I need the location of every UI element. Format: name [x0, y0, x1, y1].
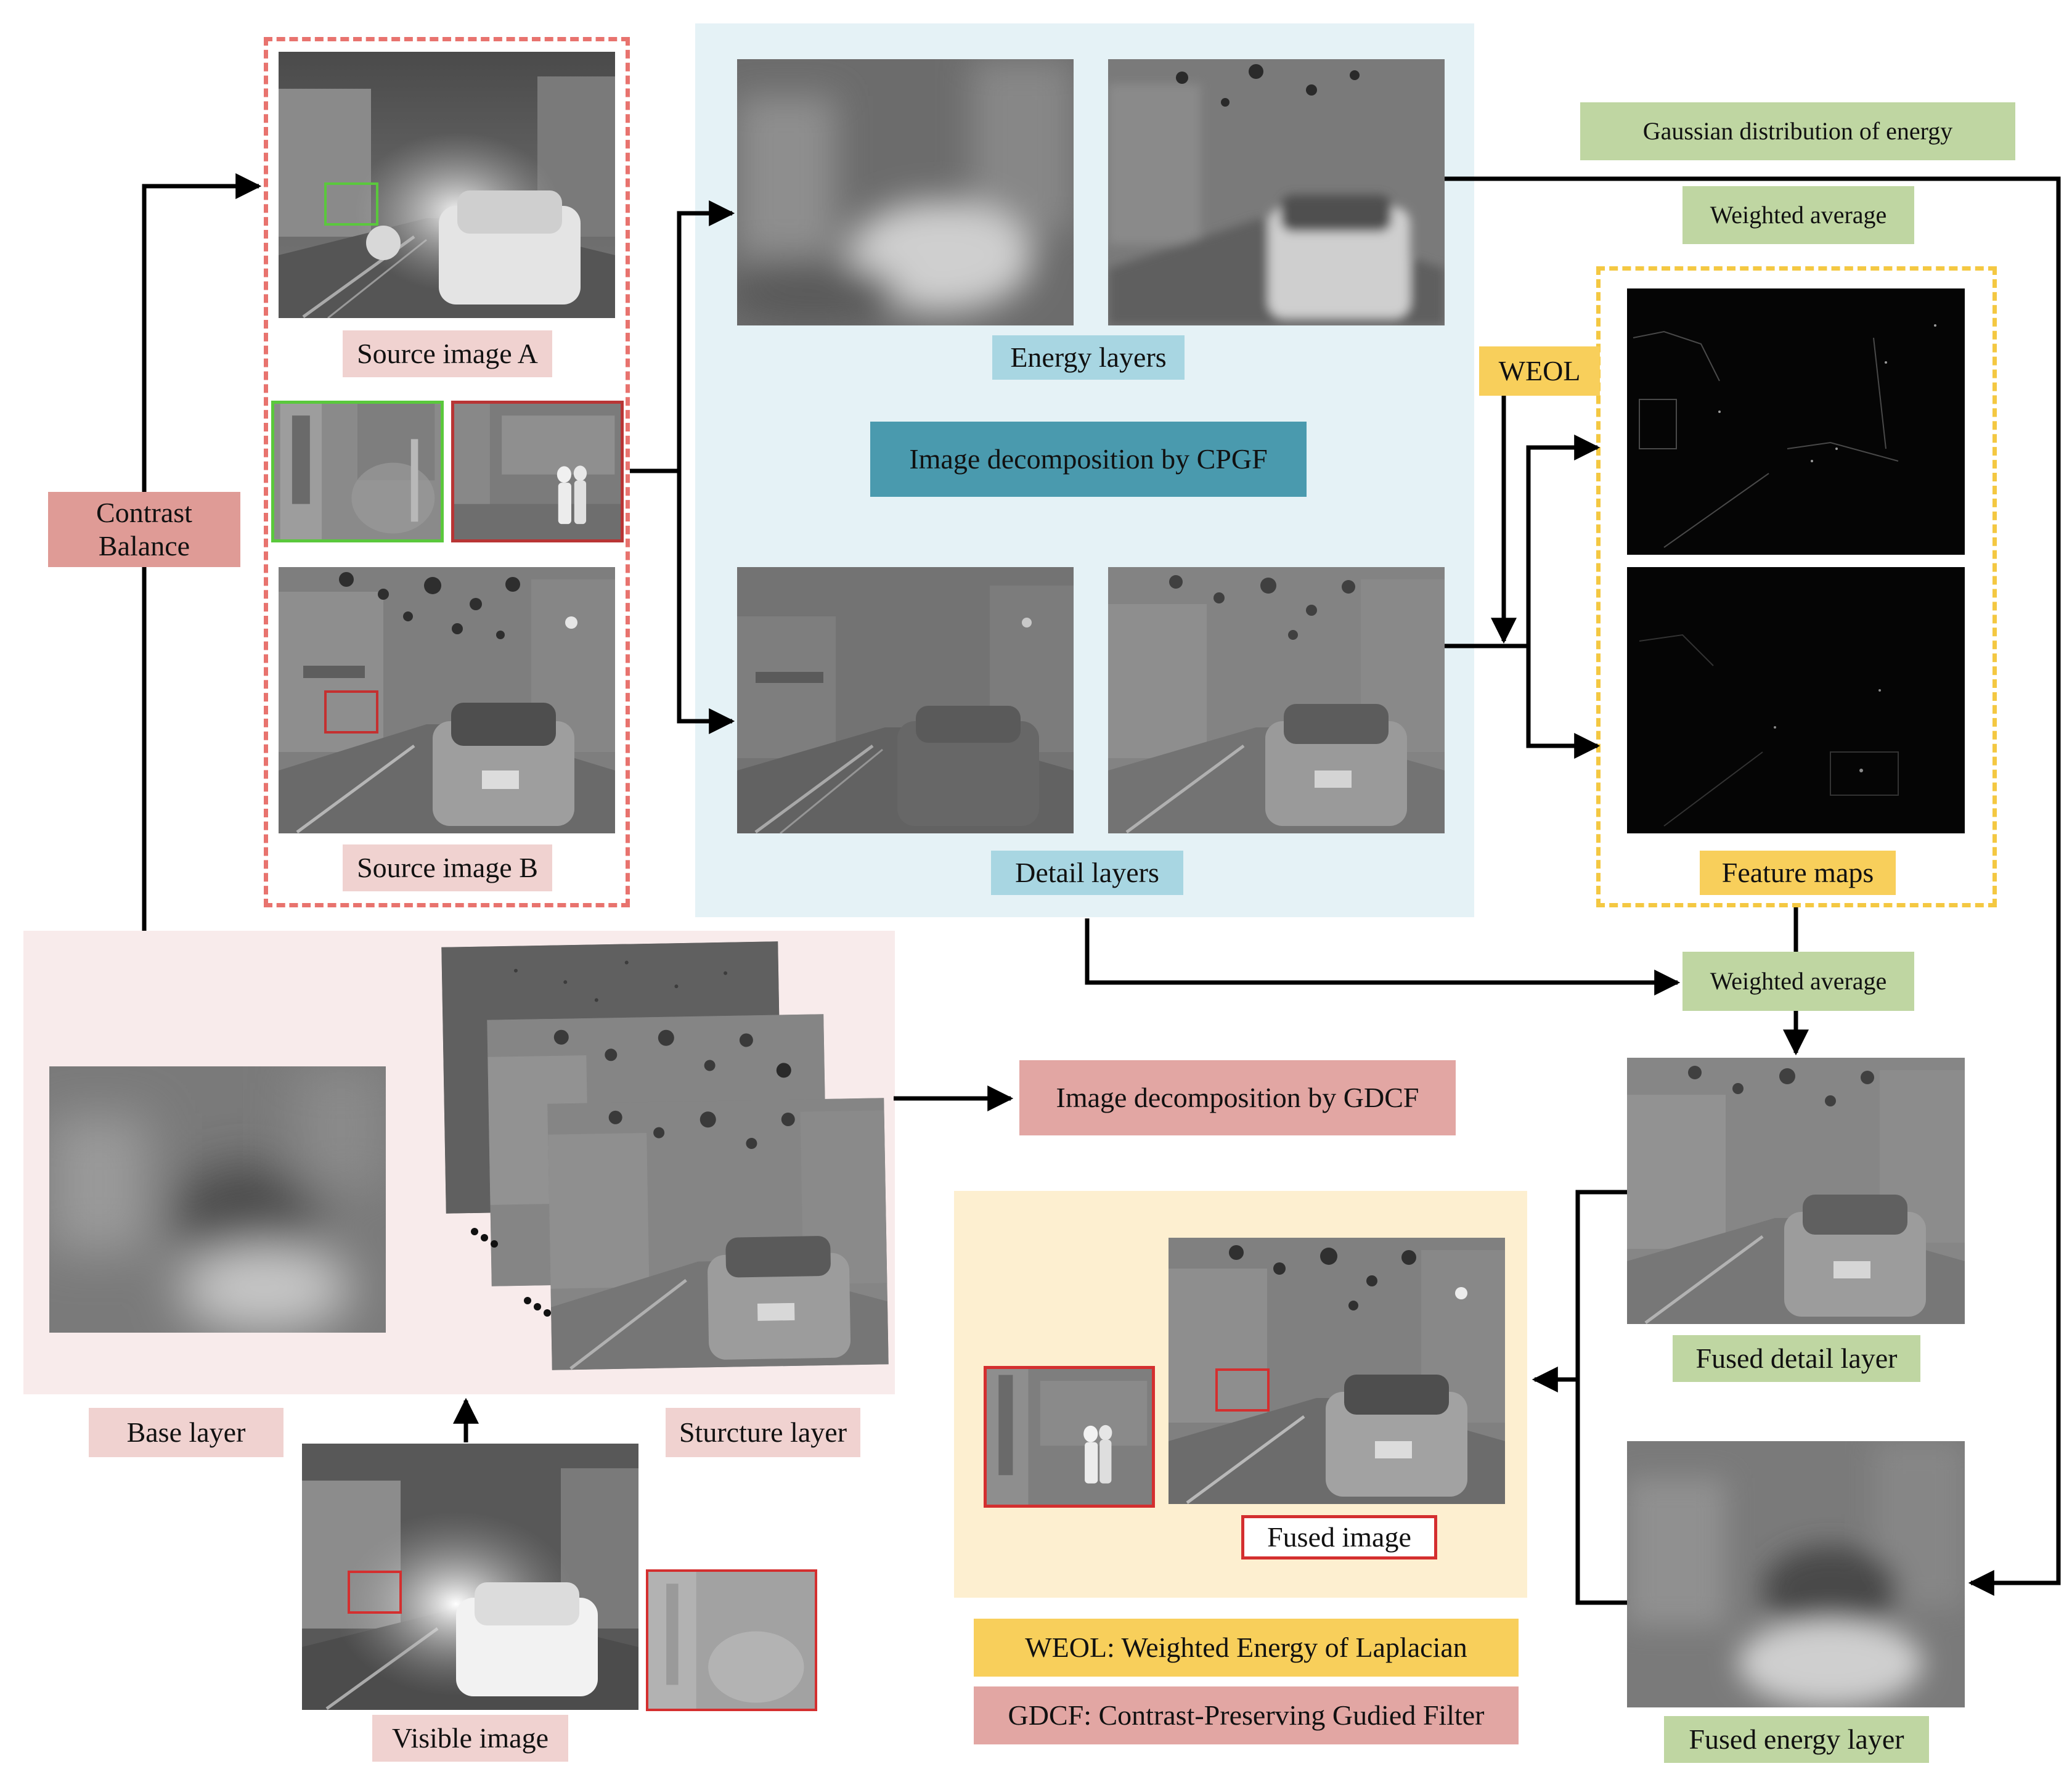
fused-detail-layer-image	[1627, 1058, 1965, 1324]
detail-layers-label: Detail layers	[991, 851, 1183, 895]
fused-image-label: Fused image	[1241, 1515, 1437, 1559]
ellipsis-dots-1	[471, 1228, 498, 1248]
highlight-box-red-visible	[348, 1571, 402, 1614]
energy-layer-b	[1108, 59, 1445, 325]
contrast-balance-line1: Contrast	[96, 496, 192, 528]
zoom-crop-red-b	[451, 401, 624, 542]
source-images-dashed-box	[264, 37, 630, 907]
legend-weol: WEOL: Weighted Energy of Laplacian	[974, 1619, 1519, 1677]
zoom-crop-visible	[646, 1569, 817, 1711]
base-layer-image	[49, 1066, 386, 1333]
fused-image	[1169, 1238, 1505, 1504]
structure-layer-label: Sturcture layer	[666, 1408, 860, 1457]
highlight-box-red-fused	[1215, 1368, 1270, 1412]
detail-layer-b	[1108, 567, 1445, 833]
cpgf-box: Image decomposition by CPGF	[870, 422, 1307, 497]
fused-detail-layer-label: Fused detail layer	[1673, 1335, 1920, 1382]
weighted-average-top: Weighted average	[1682, 186, 1914, 244]
zoom-crop-fused	[984, 1366, 1155, 1508]
detail-layer-a	[737, 567, 1074, 833]
source-image-a	[279, 52, 615, 318]
energy-layers-label: Energy layers	[992, 335, 1185, 380]
feature-maps-label: Feature maps	[1700, 851, 1896, 895]
weighted-average-mid: Weighted average	[1682, 952, 1914, 1011]
zoom-crop-green	[271, 401, 444, 542]
legend-gdcf: GDCF: Contrast-Preserving Gudied Filter	[974, 1686, 1519, 1744]
fused-energy-layer-image	[1627, 1441, 1965, 1707]
feature-map-b	[1627, 567, 1965, 833]
visible-image-label: Visible image	[372, 1715, 568, 1762]
visible-image	[302, 1444, 638, 1710]
highlight-box-green-a	[324, 182, 378, 226]
base-layer-label: Base layer	[89, 1408, 283, 1457]
source-image-b	[279, 567, 615, 833]
highlight-box-red-b	[324, 690, 378, 734]
energy-layer-a	[737, 59, 1074, 325]
structure-layer-front	[547, 1098, 889, 1370]
fused-energy-layer-label: Fused energy layer	[1664, 1716, 1929, 1763]
gdcf-box: Image decomposition by GDCF	[1019, 1060, 1456, 1135]
feature-maps-dashed-box	[1596, 266, 1997, 907]
contrast-balance-box: Contrast Balance	[48, 492, 240, 567]
feature-map-a	[1627, 288, 1965, 555]
contrast-balance-line2: Balance	[98, 530, 190, 562]
ellipsis-dots-2	[524, 1297, 551, 1317]
source-image-a-label: Source image A	[343, 330, 552, 377]
gaussian-distribution-label: Gaussian distribution of energy	[1580, 102, 2015, 160]
source-image-b-label: Source image B	[343, 844, 552, 891]
weol-label: WEOL	[1479, 346, 1600, 396]
